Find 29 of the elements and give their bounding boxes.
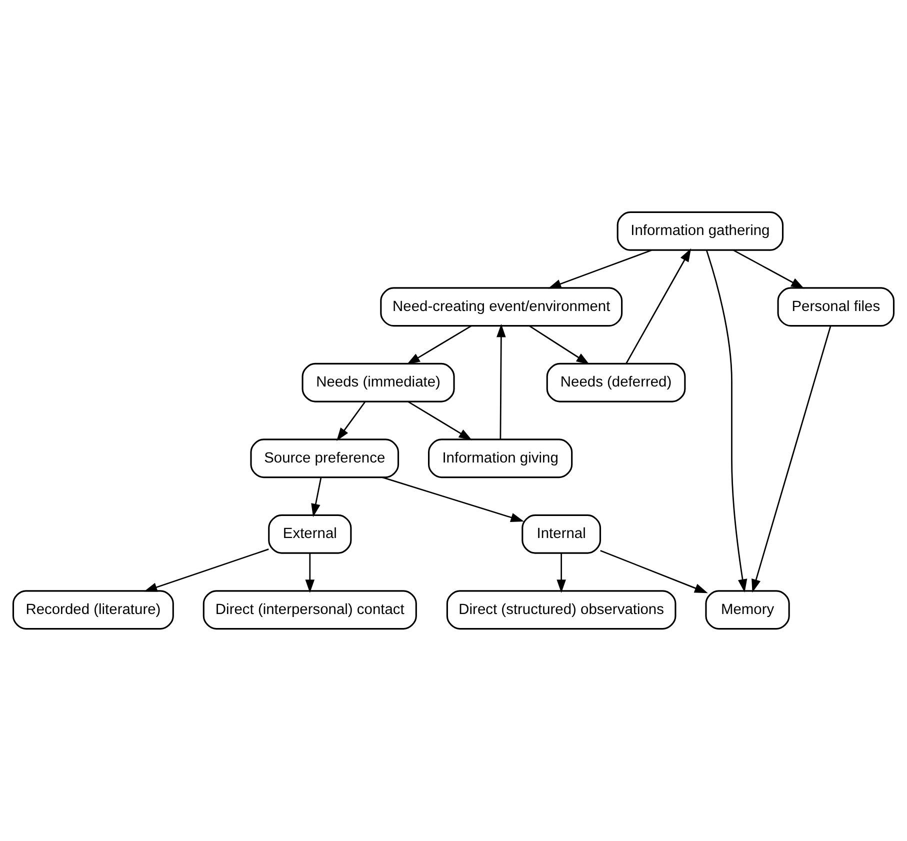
node-box: Information gathering — [616, 211, 784, 251]
node-box: External — [268, 514, 352, 554]
arrow — [529, 325, 590, 365]
node-box: Personal files — [777, 287, 895, 327]
arrow — [548, 250, 652, 289]
node-box: Source preference — [250, 438, 400, 478]
node-box: Internal — [522, 514, 602, 554]
node-box: Direct (interpersonal) contact — [202, 590, 417, 630]
node-box: Direct (structured) observations — [446, 590, 676, 630]
arrow — [408, 401, 472, 440]
arrow — [305, 553, 315, 593]
arrow — [311, 477, 322, 518]
arrow — [626, 248, 692, 364]
arrow — [336, 401, 366, 441]
arrow — [733, 250, 804, 289]
arrow — [600, 550, 708, 594]
arrow — [382, 476, 524, 522]
node-box: Needs (immediate) — [302, 362, 455, 402]
arrow — [406, 325, 472, 365]
node-box: Need-creating event/environment — [380, 287, 623, 327]
node-box: Information giving — [428, 438, 573, 478]
node-box: Needs (deferred) — [546, 362, 686, 402]
arrow — [556, 553, 566, 593]
arrow — [496, 324, 506, 440]
arrow — [752, 326, 832, 593]
arrow — [144, 548, 269, 592]
arrow — [706, 250, 748, 593]
node-box: Memory — [705, 590, 790, 630]
node-box: Recorded (literature) — [12, 590, 174, 630]
